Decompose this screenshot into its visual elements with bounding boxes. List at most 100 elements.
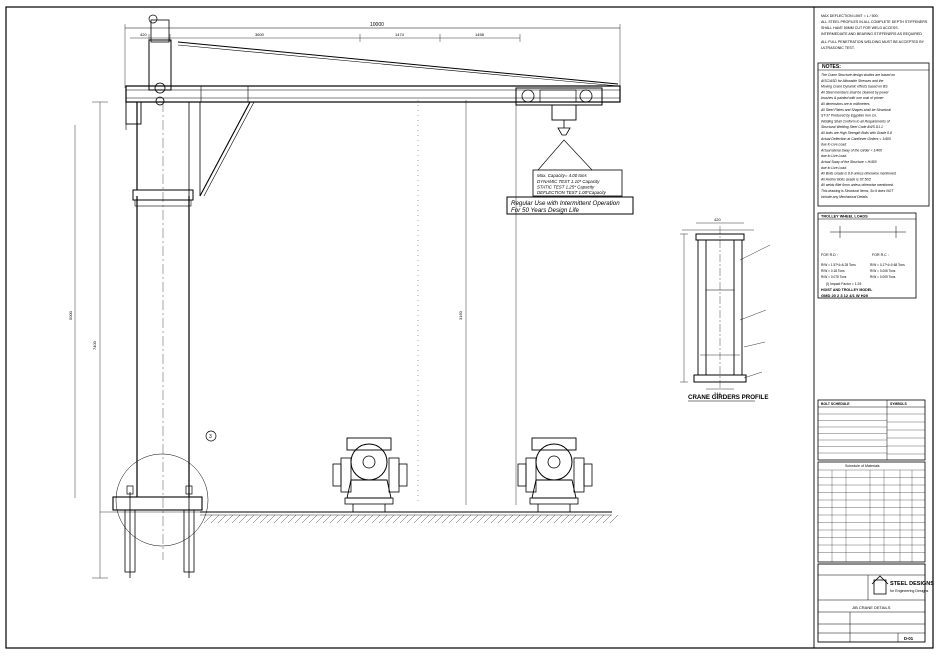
hatch-stroke [469,514,479,524]
hatch-stroke [238,514,248,524]
hatch-stroke [392,514,402,524]
note-line: ST-37 Produced by Egyptian Iron Co. [821,114,877,118]
dim-top-seg-1: 420 [140,32,147,37]
top-note-line: INTERMEDIATE AND BEARING STIFFENERS AS R… [821,32,922,36]
symbols-header: SYMBOLS [890,402,908,406]
material-table [817,461,926,563]
note-line: Actual lateral Sway of the Girder < 1/40… [820,148,882,152]
drawing-title: JIB CRANE DETAILS [852,605,891,610]
trolley-right-row: R/W = 0.006 Tons [870,269,896,273]
trolley-left-row: R/W = 0.18 Tons [821,269,845,273]
note-line: All welds fillet 6mm unless otherwise me… [820,183,894,187]
hatch-stroke [441,514,451,524]
note-line: All dimensions are in millimeters. [820,102,870,106]
hatch-stroke [511,514,521,524]
capacity-callout: Max. Capacity= 4.00 tons DYNAMIC TEST 1.… [511,173,620,214]
capacity-line-2: DYNAMIC TEST 1.10* Capacity [537,179,600,184]
hatch-stroke [546,514,556,524]
sheet-number: D-01 [904,636,914,641]
trolley-header: TROLLEY WHEEL LOADS [821,215,868,219]
hatch-stroke [224,514,234,524]
note-line: All Steel Plates and Shapes shall be Str… [820,108,891,112]
dim-girder-bottom: 344 [714,391,721,396]
hatch-stroke [343,514,353,524]
notes-header: NOTES: [822,64,841,70]
hatch-stroke [406,514,416,524]
hatch-stroke [518,514,528,524]
hatch-stroke [280,514,290,524]
trolley-right-col: FOR R.C : [872,253,889,257]
bolt-table-header: BOLT SCHEDULE [821,402,850,406]
note-line: All bolts are High Strength Bolts with G… [820,131,892,135]
note-line: Actual Sway of the Structure < H/400 [820,160,877,164]
hatch-stroke [231,514,241,524]
hatch-stroke [399,514,409,524]
hatch-stroke [504,514,514,524]
hatch-stroke [217,514,227,524]
top-note-line: ALL STEEL PROFILES IN ALL COMPLETE DEPTH… [821,20,928,24]
capacity-line-3: STATIC TEST 1.25* Capacity [537,185,595,190]
bolt-table [817,399,926,461]
usage-line-2: For 50 Years Design Life [511,207,580,214]
notes-panel [817,62,930,207]
note-line: Welding Shall Conform to all Requirement… [821,119,891,123]
trolley-right-row: R/W = 0.17*4=0.68 Tons [870,263,905,267]
hoist-label: HOIST AND TROLLEY MODEL [821,288,873,292]
note-line: AISC/ASD for Allowable Stresses and the [820,79,884,83]
hatch-stroke [588,514,598,524]
hatch-stroke [595,514,605,524]
note-line: Moving Crane Dynamic effects based on BS [821,85,888,89]
hatch-stroke [567,514,577,524]
note-line: All Bolts Grade is 8.8 unless otherwise … [820,172,897,176]
hatch-stroke [301,514,311,524]
hatch-stroke [203,514,213,524]
capacity-line-1: Max. Capacity= 4.00 tons [537,173,587,178]
note-line: The Crane Structure design studies are b… [821,73,895,77]
hatch-stroke [448,514,458,524]
girder-profile [680,222,771,390]
hatch-stroke [602,514,612,524]
hatch-stroke [336,514,346,524]
ground-hatch [203,514,619,524]
note-line: brushes & painted with one coat of prime… [821,96,884,100]
hatch-stroke [497,514,507,524]
dim-overall-span: 10000 [370,22,384,28]
sheet-border [5,6,934,649]
hatch-stroke [560,514,570,524]
trolley-left-row: R/W = 1.57*4=6.28 Tons [821,263,856,267]
company-sub: for Engineering Designs [890,589,929,593]
top-notes: MAX DEFLECTION LIMIT = L / 500. ALL STEE… [821,14,928,50]
pump-right [517,437,593,512]
top-note-line: SHALL HAVE 50MM CUT FOR WELD ACCESS. [821,26,899,30]
trolley-table-text: TROLLEY WHEEL LOADS FOR R.D : FOR R.C : … [821,215,905,299]
notes-lines: The Crane Structure design studies are b… [820,73,897,199]
trolley-impact: (I) Impact Factor = 1.25 [826,282,861,286]
capacity-line-4: DEFLECTION TEST 1.00*Capacity [537,190,607,195]
dim-top-seg-4: 1458 [475,32,485,37]
hatch-stroke [252,514,262,524]
hoist-model: GMD 20 2 3 12 4/1 W H20 [821,293,869,298]
note-line: due to Live Load. [821,166,847,170]
dimension-labels: 10000 420 3600 1474 1458 7400 5000 3160 … [68,22,721,396]
hatch-stroke [525,514,535,524]
hatch-stroke [532,514,542,524]
hatch-stroke [378,514,388,524]
detail-tag-number: 3 [209,434,212,440]
detail-tag: 3 [148,14,217,442]
hatch-stroke [329,514,339,524]
dim-lower-height: 5000 [68,310,73,320]
hatch-stroke [581,514,591,524]
dim-top-seg-3: 1474 [395,32,405,37]
hatch-stroke [294,514,304,524]
hatch-stroke [350,514,360,524]
title-block [817,563,926,643]
note-line: All Anchor Bolts Grade is ST.50/2 [820,177,871,181]
trolley-left-col: FOR R.D : [821,253,838,257]
note-line: Structural Welding Steel Code AWS D1.1 [821,125,883,129]
hatch-stroke [413,514,423,524]
hatch-stroke [371,514,381,524]
hatch-stroke [287,514,297,524]
note-line: All Steel members shall be cleaned by po… [820,90,890,94]
jib-crane-elevation [74,19,634,579]
hatch-stroke [553,514,563,524]
